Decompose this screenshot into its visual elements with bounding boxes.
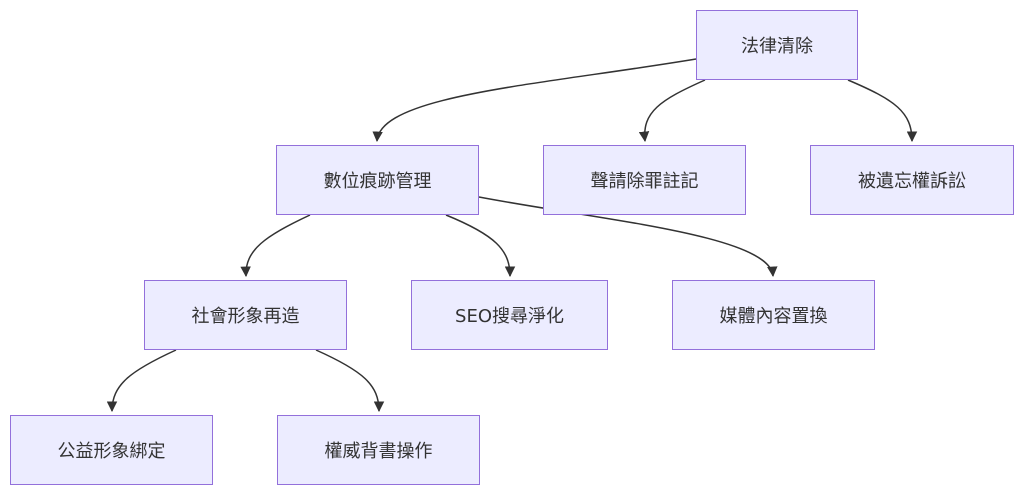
edge-digital-to-social: [240, 214, 311, 278]
edge-legal-to-forgotten: [847, 79, 918, 143]
node-social: 社會形象再造: [144, 280, 347, 350]
node-legal: 法律清除: [696, 10, 858, 80]
node-seo: SEO搜尋淨化: [411, 280, 608, 350]
node-media: 媒體內容置換: [672, 280, 875, 350]
node-authority: 權威背書操作: [277, 415, 480, 485]
node-digital: 數位痕跡管理: [276, 145, 479, 215]
node-forgotten: 被遺忘權訴訟: [810, 145, 1014, 215]
edge-digital-to-media: [478, 196, 778, 278]
node-petition: 聲請除罪註記: [543, 145, 746, 215]
edge-social-to-charity: [106, 349, 177, 413]
node-charity: 公益形象綁定: [10, 415, 213, 485]
edge-digital-to-seo: [445, 214, 516, 278]
edge-legal-to-digital: [372, 58, 697, 143]
edge-legal-to-petition: [638, 79, 706, 143]
edge-social-to-authority: [315, 349, 385, 413]
